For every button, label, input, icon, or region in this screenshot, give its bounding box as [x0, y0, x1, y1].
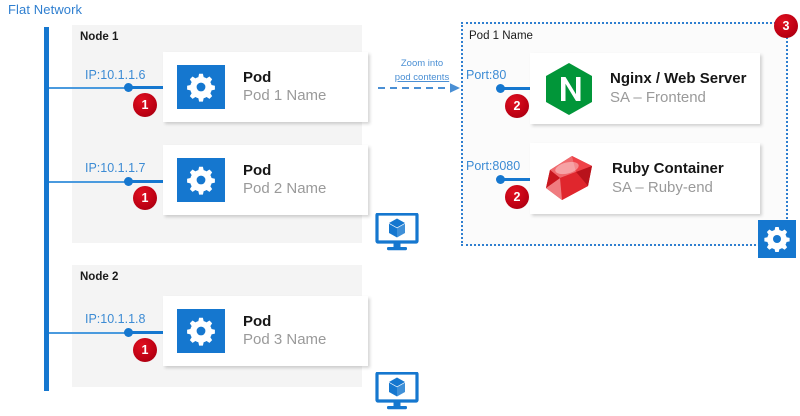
network-link-pod-3-segment: [128, 331, 170, 334]
flat-network-label: Flat Network: [8, 2, 83, 17]
pod-card-1-title: Pod: [243, 68, 272, 86]
network-link-pod-2-segment: [128, 180, 170, 183]
pod-panel-gear-icon[interactable]: [758, 220, 796, 258]
link-dot-pod-3: [124, 328, 133, 337]
pod-card-1-subtitle: Pod 1 Name: [243, 87, 327, 104]
node-title-1: Node 1: [80, 31, 119, 43]
container-card-nginx-subtitle: SA – Frontend: [610, 88, 706, 106]
node-title-2: Node 2: [80, 271, 119, 283]
zoom-annotation-line1: Zoom into: [400, 58, 444, 69]
pod-detail-title: Pod 1 Name: [469, 30, 533, 42]
link-dot-ruby: [496, 175, 505, 184]
gear-icon: [177, 158, 225, 202]
container-card-ruby[interactable]: Ruby Container SA – Ruby-end: [530, 143, 760, 214]
pod-card-1-text: Pod Pod 1 Name: [243, 69, 326, 106]
container-card-nginx-title: Nginx / Web Server: [610, 70, 747, 88]
pod-card-2[interactable]: Pod Pod 2 Name: [163, 145, 368, 215]
zoom-annotation-line2: pod contents: [394, 71, 450, 83]
monitor-cube-icon: [375, 213, 419, 251]
pod-card-3[interactable]: Pod Pod 3 Name: [163, 296, 368, 366]
pod-card-2-subtitle: Pod 2 Name: [243, 180, 327, 197]
container-card-ruby-text: Ruby Container SA – Ruby-end: [612, 160, 724, 197]
badge-marker-3: 3: [774, 14, 798, 38]
network-link-pod-3: [49, 332, 129, 334]
zoom-annotation: Zoom into pod contents: [383, 57, 461, 85]
link-dot-pod-1: [124, 83, 133, 92]
gear-icon: [177, 309, 225, 353]
link-dot-pod-2: [124, 177, 133, 186]
network-link-pod-1-segment: [128, 86, 170, 89]
pod-card-3-subtitle: Pod 3 Name: [243, 331, 327, 348]
pod-card-1[interactable]: Pod Pod 1 Name: [163, 52, 368, 122]
ip-label-pod-2: IP:10.1.1.7: [85, 161, 146, 175]
port-link-ruby: [500, 178, 538, 181]
link-dot-nginx: [496, 84, 505, 93]
pod-card-3-text: Pod Pod 3 Name: [243, 313, 326, 350]
container-card-ruby-title: Ruby Container: [612, 160, 724, 178]
pod-card-3-title: Pod: [243, 312, 272, 330]
port-label-nginx: Port:80: [466, 68, 507, 82]
badge-marker-1a: 1: [133, 93, 157, 117]
network-link-pod-2: [49, 181, 129, 183]
monitor-cube-icon: [375, 372, 419, 410]
badge-marker-1b: 1: [133, 186, 157, 210]
badge-marker-1c: 1: [133, 338, 157, 362]
port-link-nginx: [500, 87, 538, 90]
ruby-gem-icon: [542, 152, 598, 206]
nginx-icon: [542, 61, 596, 117]
flat-network-trunk: [44, 27, 49, 391]
gear-icon: [177, 65, 225, 109]
container-card-ruby-subtitle: SA – Ruby-end: [612, 178, 713, 196]
badge-marker-2b: 2: [505, 185, 529, 209]
badge-marker-2a: 2: [505, 94, 529, 118]
network-link-pod-1: [49, 87, 129, 89]
pod-card-2-title: Pod: [243, 161, 272, 179]
ip-label-pod-3: IP:10.1.1.8: [85, 312, 146, 326]
dashed-arrow-right-icon: [378, 80, 462, 101]
container-card-nginx-text: Nginx / Web Server SA – Frontend: [610, 70, 746, 107]
container-card-nginx[interactable]: Nginx / Web Server SA – Frontend: [530, 53, 760, 124]
pod-card-2-text: Pod Pod 2 Name: [243, 162, 326, 199]
ip-label-pod-1: IP:10.1.1.6: [85, 68, 146, 82]
port-label-ruby: Port:8080: [466, 159, 521, 173]
